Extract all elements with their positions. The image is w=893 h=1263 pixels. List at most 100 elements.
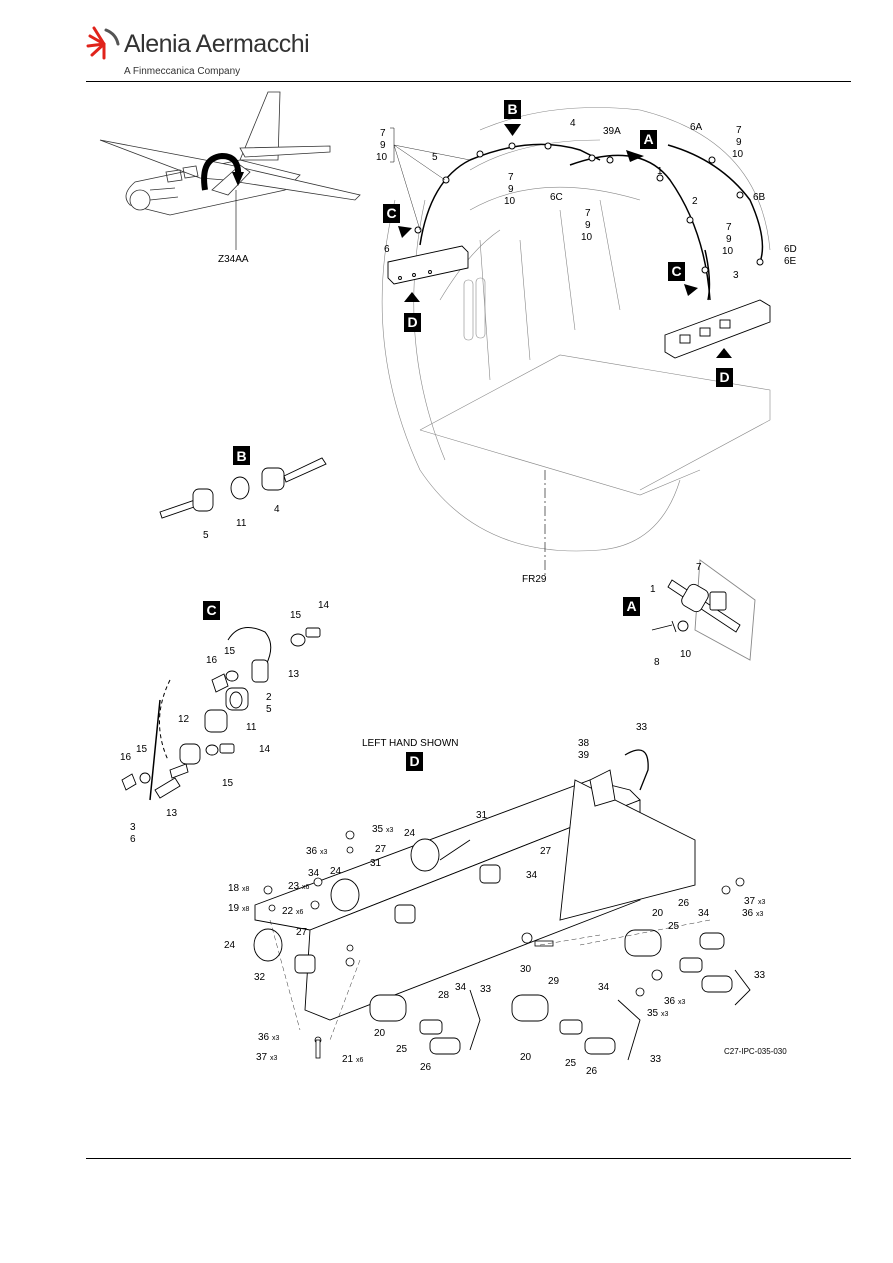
- lh-caption: LEFT HAND SHOWN: [362, 738, 459, 749]
- aircraft-icon: [99, 91, 361, 216]
- svg-text:x3: x3: [758, 899, 766, 906]
- zone-label: Z34AA: [218, 254, 249, 265]
- svg-text:18: 18: [228, 883, 240, 894]
- svg-text:C: C: [671, 263, 681, 279]
- svg-text:15: 15: [224, 646, 236, 657]
- svg-text:36: 36: [742, 908, 754, 919]
- view-flag-d-right: D: [716, 348, 733, 387]
- fasteners: [263, 830, 745, 1059]
- dash-leaders: [269, 919, 711, 1041]
- parts-illustration: Z34AA FR29: [99, 91, 797, 1077]
- svg-text:B: B: [507, 101, 517, 117]
- footer-rule: [86, 1158, 851, 1159]
- svg-text:x3: x3: [270, 1055, 278, 1062]
- svg-text:33: 33: [754, 970, 766, 981]
- svg-text:12: 12: [178, 714, 190, 725]
- svg-text:x6: x6: [356, 1057, 364, 1064]
- svg-text:26: 26: [420, 1062, 432, 1073]
- svg-text:37: 37: [256, 1052, 268, 1063]
- svg-text:32: 32: [254, 972, 266, 983]
- svg-text:30: 30: [520, 964, 532, 975]
- svg-text:20: 20: [652, 908, 664, 919]
- svg-text:10: 10: [732, 149, 744, 160]
- view-flag-c-left: C: [383, 204, 412, 238]
- view-d-detail: LEFT HAND SHOWN D: [224, 722, 766, 1077]
- tube-connectors: [414, 142, 764, 274]
- svg-text:34: 34: [308, 868, 320, 879]
- svg-text:6E: 6E: [784, 256, 797, 267]
- svg-text:33: 33: [636, 722, 648, 733]
- svg-text:36: 36: [664, 996, 676, 1007]
- svg-text:37: 37: [744, 896, 756, 907]
- view-flag-a-main: A: [626, 130, 657, 162]
- svg-text:3: 3: [733, 270, 739, 281]
- svg-text:35: 35: [372, 824, 384, 835]
- svg-text:x3: x3: [320, 849, 328, 856]
- svg-text:6A: 6A: [690, 122, 703, 133]
- svg-text:7: 7: [726, 222, 732, 233]
- view-flag-b-main: B: [504, 100, 521, 136]
- svg-text:24: 24: [404, 828, 416, 839]
- svg-text:28: 28: [438, 990, 450, 1001]
- view-a-detail: A 7 1 8 10: [623, 559, 756, 668]
- svg-text:3: 3: [130, 822, 136, 833]
- svg-text:36: 36: [258, 1032, 270, 1043]
- svg-text:13: 13: [166, 808, 178, 819]
- svg-text:2: 2: [692, 196, 698, 207]
- svg-text:39A: 39A: [603, 126, 621, 137]
- mounting-rail-left: [387, 245, 469, 285]
- svg-text:A: A: [626, 598, 636, 614]
- svg-text:14: 14: [318, 600, 330, 611]
- svg-text:x6: x6: [302, 884, 310, 891]
- svg-text:C: C: [386, 205, 396, 221]
- svg-text:9: 9: [736, 137, 742, 148]
- svg-text:8: 8: [654, 657, 660, 668]
- svg-text:27: 27: [540, 846, 552, 857]
- svg-text:10: 10: [722, 246, 734, 257]
- svg-text:19: 19: [228, 903, 240, 914]
- svg-text:35: 35: [647, 1008, 659, 1019]
- svg-text:6C: 6C: [550, 192, 563, 203]
- svg-text:20: 20: [520, 1052, 532, 1063]
- svg-text:10: 10: [680, 649, 692, 660]
- svg-text:D: D: [409, 753, 419, 769]
- svg-text:4: 4: [570, 118, 576, 129]
- svg-text:x8: x8: [242, 886, 250, 893]
- svg-text:11: 11: [236, 518, 247, 529]
- svg-text:15: 15: [136, 744, 148, 755]
- svg-text:7: 7: [736, 125, 742, 136]
- svg-text:7: 7: [380, 128, 386, 139]
- svg-text:16: 16: [120, 752, 132, 763]
- svg-text:34: 34: [526, 870, 538, 881]
- svg-text:10: 10: [376, 152, 388, 163]
- svg-text:25: 25: [396, 1044, 408, 1055]
- svg-text:16: 16: [206, 655, 218, 666]
- svg-text:11: 11: [246, 722, 257, 733]
- svg-text:38: 38: [578, 738, 590, 749]
- svg-text:9: 9: [508, 184, 514, 195]
- detail-d-callouts: 33 38 39 31 35 x3 36 x3 24 27 27 31 24 3…: [224, 722, 766, 1077]
- header-rule: [86, 81, 851, 82]
- svg-text:27: 27: [296, 927, 308, 938]
- svg-text:x3: x3: [678, 999, 686, 1006]
- svg-text:6: 6: [384, 244, 390, 255]
- mounting-rail-right: [664, 299, 771, 359]
- svg-text:6B: 6B: [753, 192, 766, 203]
- svg-text:6D: 6D: [784, 244, 797, 255]
- svg-text:D: D: [719, 369, 729, 385]
- svg-text:10: 10: [581, 232, 593, 243]
- brand-tagline: A Finmeccanica Company: [124, 66, 241, 77]
- company-logo-icon: [86, 26, 120, 60]
- svg-text:29: 29: [548, 976, 560, 987]
- svg-text:A: A: [643, 131, 653, 147]
- svg-text:4: 4: [274, 504, 280, 515]
- svg-text:34: 34: [598, 982, 610, 993]
- view-c-detail: C 15 14 15 16 13 2 5 1: [120, 600, 330, 845]
- svg-text:26: 26: [678, 898, 690, 909]
- svg-text:D: D: [407, 314, 417, 330]
- svg-text:34: 34: [455, 982, 467, 993]
- svg-text:33: 33: [650, 1054, 662, 1065]
- view-b-detail: B 5 11 4: [159, 446, 327, 541]
- svg-text:x3: x3: [661, 1011, 669, 1018]
- brand-name: Alenia Aermacchi: [124, 30, 310, 58]
